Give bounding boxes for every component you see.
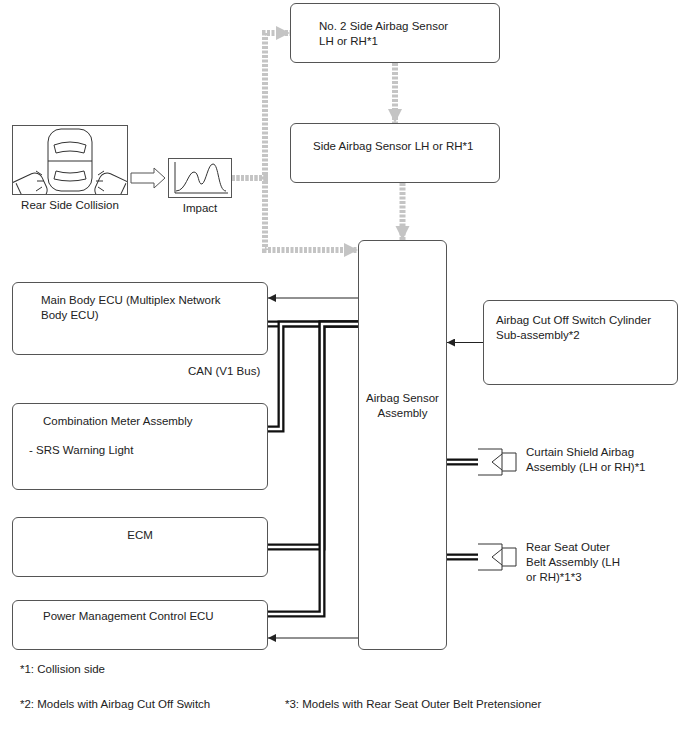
hollow-arrow <box>131 168 165 188</box>
footnote: *3: Models with Rear Seat Outer Belt Pre… <box>285 697 541 712</box>
sensor-box: Side Airbag Sensor LH or RH*1 <box>290 123 500 183</box>
collision-illustration <box>12 125 128 195</box>
bus-inner <box>447 556 478 558</box>
squib-triangle <box>492 549 502 565</box>
squib-symbol <box>478 445 518 479</box>
signal-flow-arrow <box>232 178 358 250</box>
bus-inner <box>268 324 358 547</box>
box-title: Combination Meter Assembly <box>43 414 259 429</box>
box-title: ECM <box>21 528 259 543</box>
part-name: Rear Seat Outer Belt Assembly (LH or RH)… <box>526 540 626 585</box>
bus-outer <box>447 554 478 561</box>
can-bus-line <box>268 324 358 614</box>
ecu-box: Power Management Control ECU <box>12 600 268 650</box>
box-title: Side Airbag Sensor LH or RH*1 <box>313 139 491 154</box>
bus-outer <box>268 324 358 547</box>
ecu-box: ECM <box>12 517 268 577</box>
meter-box: Combination Meter Assembly - SRS Warning … <box>12 403 268 490</box>
can-bus-line <box>268 324 358 547</box>
picture-caption: Rear Side Collision <box>12 198 128 213</box>
footnote: *1: Collision side <box>20 662 105 677</box>
squib-outline <box>478 544 516 570</box>
can-bus-line <box>447 462 478 463</box>
picture-frame <box>12 125 128 195</box>
signal-flow-arrow <box>392 63 398 123</box>
sensor-box: No. 2 Side Airbag Sensor LH or RH*1 <box>290 3 500 63</box>
impact-picture: Impact <box>168 158 232 216</box>
switch-box: Airbag Cut Off Switch Cylinder Sub-assem… <box>483 300 678 385</box>
box-title: Airbag Sensor Assembly <box>363 391 442 421</box>
signal-line <box>447 342 483 343</box>
ecu-box: Main Body ECU (Multiplex Network Body EC… <box>12 282 268 355</box>
collision-picture: Rear Side Collision <box>12 125 128 213</box>
sensor-assembly-box: Airbag Sensor Assembly <box>358 240 447 650</box>
impact-graph <box>168 158 232 198</box>
can-bus-line <box>268 324 358 429</box>
bus-inner <box>268 324 358 429</box>
part-name: Curtain Shield Airbag Assembly (LH or RH… <box>526 445 666 475</box>
box-title: Power Management Control ECU <box>43 609 259 624</box>
bus-inner <box>447 461 478 463</box>
bus-inner <box>268 324 358 614</box>
signal-line <box>268 638 358 639</box>
bus-name: CAN (V1 Bus) <box>188 364 260 379</box>
squib-outline <box>478 449 516 475</box>
bus-outer <box>268 324 358 429</box>
box-title: Main Body ECU (Multiplex Network Body EC… <box>41 293 246 323</box>
can-bus-line <box>447 557 478 558</box>
picture-frame <box>168 158 232 198</box>
squib-symbol <box>478 540 518 574</box>
squib-part: Curtain Shield Airbag Assembly (LH or RH… <box>478 445 678 479</box>
box-title: Airbag Cut Off Switch Cylinder Sub-assem… <box>496 313 674 343</box>
footnote: *2: Models with Airbag Cut Off Switch <box>20 697 210 712</box>
bus-outer <box>268 324 358 614</box>
picture-caption: Impact <box>168 201 232 216</box>
squib-part: Rear Seat Outer Belt Assembly (LH or RH)… <box>478 540 678 585</box>
signal-flow-arrow <box>400 183 406 240</box>
bus-outer <box>447 459 478 466</box>
signal-flow-arrow <box>232 33 290 178</box>
signal-line <box>268 298 358 299</box>
box-detail: - SRS Warning Light <box>29 443 259 458</box>
squib-triangle <box>492 454 502 470</box>
box-title: No. 2 Side Airbag Sensor LH or RH*1 <box>319 19 461 49</box>
